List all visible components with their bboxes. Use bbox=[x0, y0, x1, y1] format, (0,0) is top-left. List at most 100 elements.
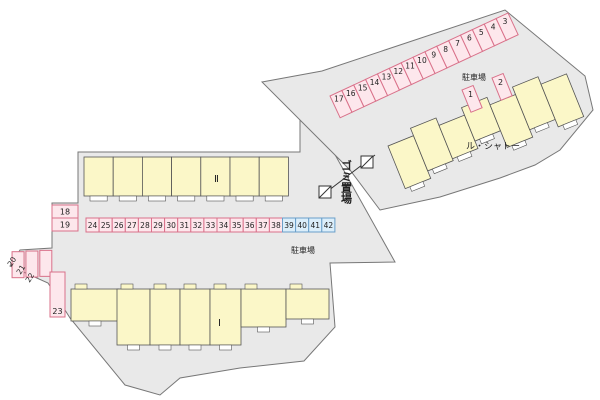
svg-text:6: 6 bbox=[467, 34, 472, 43]
unit bbox=[70, 283, 120, 327]
svg-text:38: 38 bbox=[271, 221, 281, 230]
unit bbox=[171, 156, 202, 202]
unit bbox=[141, 156, 172, 202]
stall-38: 38 bbox=[268, 217, 283, 233]
parking-right-extra: 12 bbox=[461, 72, 513, 113]
stall-3: 3 bbox=[495, 12, 519, 41]
building-ii bbox=[83, 156, 289, 202]
svg-text:1: 1 bbox=[468, 90, 473, 99]
svg-text:9: 9 bbox=[431, 50, 436, 59]
svg-text:41: 41 bbox=[310, 221, 320, 230]
svg-text:40: 40 bbox=[297, 221, 307, 230]
stall-31: 31 bbox=[177, 217, 192, 233]
svg-text:36: 36 bbox=[245, 221, 255, 230]
svg-text:10: 10 bbox=[417, 56, 427, 65]
stall-28: 28 bbox=[137, 217, 152, 233]
stall-24: 24 bbox=[85, 217, 100, 233]
svg-text:25: 25 bbox=[101, 221, 111, 230]
stall-42: 42 bbox=[321, 217, 336, 233]
stall-20 bbox=[11, 251, 25, 279]
stall-40: 40 bbox=[295, 217, 310, 233]
svg-text:24: 24 bbox=[88, 221, 98, 230]
stall-21 bbox=[25, 250, 39, 278]
parking-vertical: 23 bbox=[49, 271, 66, 318]
unit bbox=[149, 283, 181, 351]
stall-2: 2 bbox=[491, 72, 513, 101]
svg-text:42: 42 bbox=[324, 221, 334, 230]
stall-30: 30 bbox=[164, 217, 179, 233]
unit bbox=[209, 283, 242, 351]
svg-text:15: 15 bbox=[358, 84, 368, 93]
building-i bbox=[70, 283, 330, 351]
garbage-label: ゴミ置場 bbox=[340, 159, 353, 205]
svg-text:35: 35 bbox=[232, 221, 242, 230]
svg-text:23: 23 bbox=[52, 307, 62, 316]
stall-23: 23 bbox=[49, 271, 66, 318]
svg-text:18: 18 bbox=[60, 208, 70, 217]
building-ii-label: Ⅱ bbox=[214, 174, 219, 185]
unit bbox=[179, 283, 211, 351]
svg-text:27: 27 bbox=[127, 221, 137, 230]
svg-text:7: 7 bbox=[455, 39, 460, 48]
svg-text:12: 12 bbox=[393, 67, 403, 76]
stall-label-20: 20 bbox=[6, 255, 19, 268]
unit bbox=[540, 73, 585, 130]
unit bbox=[83, 156, 114, 202]
unit bbox=[200, 156, 231, 202]
stall-22 bbox=[39, 249, 53, 277]
svg-text:3: 3 bbox=[503, 17, 508, 26]
svg-text:13: 13 bbox=[382, 72, 392, 81]
lot-right bbox=[260, 9, 594, 211]
unit bbox=[112, 156, 143, 202]
stall-25: 25 bbox=[98, 217, 113, 233]
svg-text:11: 11 bbox=[405, 61, 415, 70]
svg-text:5: 5 bbox=[479, 28, 484, 37]
svg-text:8: 8 bbox=[443, 45, 448, 54]
stall-35: 35 bbox=[229, 217, 244, 233]
svg-text:30: 30 bbox=[166, 221, 176, 230]
svg-text:29: 29 bbox=[153, 221, 163, 230]
building-right-label: ル・シャトー bbox=[466, 142, 520, 152]
stall-41: 41 bbox=[308, 217, 323, 233]
building-le-chateau bbox=[387, 73, 585, 192]
stall-32: 32 bbox=[190, 217, 205, 233]
unit bbox=[438, 114, 479, 162]
parking-left-label: 駐車場 bbox=[291, 245, 315, 255]
svg-text:32: 32 bbox=[193, 221, 203, 230]
svg-text:4: 4 bbox=[491, 23, 496, 32]
stall-33: 33 bbox=[203, 217, 218, 233]
svg-text:39: 39 bbox=[284, 221, 294, 230]
svg-text:14: 14 bbox=[370, 78, 380, 87]
unit bbox=[240, 283, 287, 333]
stall-1: 1 bbox=[461, 84, 483, 113]
stall-27: 27 bbox=[124, 217, 139, 233]
garbage-area: ゴミ置場 bbox=[318, 154, 376, 205]
stall-18: 18 bbox=[51, 204, 79, 219]
building-i-label: Ⅰ bbox=[218, 318, 221, 329]
unit bbox=[229, 156, 260, 202]
stall-34: 34 bbox=[216, 217, 231, 233]
stall-36: 36 bbox=[242, 217, 257, 233]
unit bbox=[116, 283, 151, 351]
stall-label-21: 21 bbox=[15, 263, 28, 276]
svg-text:33: 33 bbox=[206, 221, 216, 230]
stall-29: 29 bbox=[151, 217, 166, 233]
stall-39: 39 bbox=[282, 217, 297, 233]
stall-label-22: 22 bbox=[24, 271, 37, 284]
svg-text:26: 26 bbox=[114, 221, 124, 230]
parking-right-label: 駐車場 bbox=[462, 72, 486, 82]
svg-text:16: 16 bbox=[346, 89, 356, 98]
svg-text:2: 2 bbox=[498, 78, 503, 87]
stall-19: 19 bbox=[51, 217, 79, 232]
svg-text:37: 37 bbox=[258, 221, 268, 230]
svg-text:17: 17 bbox=[334, 95, 344, 104]
svg-text:34: 34 bbox=[219, 221, 229, 230]
svg-text:31: 31 bbox=[179, 221, 189, 230]
unit bbox=[285, 283, 330, 325]
unit bbox=[258, 156, 289, 202]
svg-text:28: 28 bbox=[140, 221, 150, 230]
